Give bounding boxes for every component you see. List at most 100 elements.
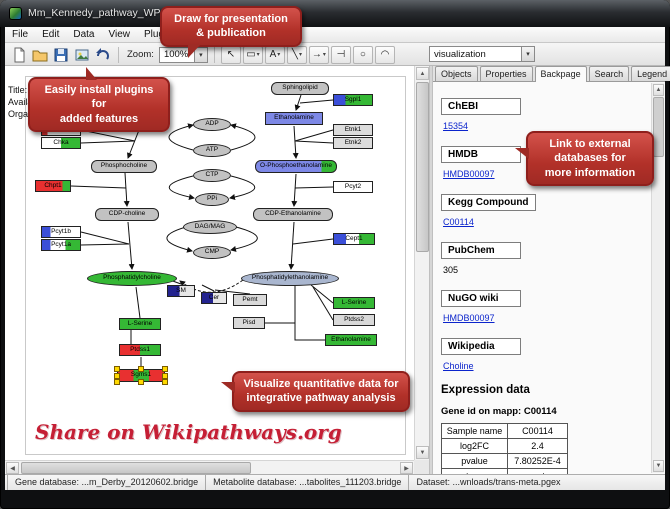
- node-chka[interactable]: Chka: [41, 137, 81, 149]
- datanode-tool[interactable]: ▭▾: [242, 45, 263, 64]
- pubchem-value: 305: [443, 265, 459, 275]
- scroll-down-button[interactable]: ▼: [653, 460, 664, 472]
- callout-draw: Draw for presentation & publication: [160, 6, 302, 58]
- nugo-link[interactable]: HMDB00097: [443, 313, 495, 323]
- selection-handle[interactable]: [138, 379, 144, 385]
- save-button[interactable]: [51, 46, 70, 64]
- callout-link-databases: Link to external databases for more info…: [515, 131, 654, 186]
- selection-handle[interactable]: [114, 372, 120, 379]
- arc-tool[interactable]: ◠: [374, 45, 395, 64]
- side-panel: Objects Properties Backpage Search Legen…: [433, 66, 670, 474]
- panel-tabs: Objects Properties Backpage Search Legen…: [433, 66, 670, 82]
- canvas-horizontal-scrollbar[interactable]: ◀ ▶: [5, 460, 414, 474]
- node-pisd[interactable]: Pisd: [233, 317, 265, 329]
- menu-view[interactable]: View: [108, 29, 130, 40]
- node-l-serine-left[interactable]: L-Serine: [119, 318, 161, 330]
- selection-handle[interactable]: [162, 372, 168, 379]
- chevron-down-icon: ▾: [322, 52, 326, 58]
- node-l-serine-right[interactable]: L-Serine: [333, 297, 375, 309]
- node-ethanolamine-bottom[interactable]: Ethanolamine: [325, 334, 377, 346]
- zoom-label: Zoom:: [127, 49, 154, 60]
- node-pcyt1b[interactable]: Pcyt1b: [41, 226, 81, 238]
- tab-objects[interactable]: Objects: [435, 66, 478, 81]
- panel-splitter[interactable]: [429, 66, 433, 474]
- node-etnk1[interactable]: Etnk1: [333, 124, 373, 136]
- menu-edit[interactable]: Edit: [42, 29, 60, 40]
- label-tool[interactable]: A▾: [264, 45, 285, 64]
- node-etnk2[interactable]: Etnk2: [333, 137, 373, 149]
- callout-tail: [221, 382, 235, 393]
- scrollbar-thumb[interactable]: [653, 97, 664, 157]
- hmdb-link[interactable]: HMDB00097: [443, 169, 495, 179]
- scroll-up-button[interactable]: ▲: [653, 84, 664, 96]
- node-cept1[interactable]: Cept1: [333, 233, 375, 245]
- node-sphingolipid[interactable]: Sphingolipid: [271, 82, 329, 95]
- chebi-link[interactable]: 15354: [443, 121, 469, 131]
- selection-handle[interactable]: [162, 379, 168, 385]
- node-o-phosphoethanolamine[interactable]: O-Phosphoethanolamine: [255, 160, 337, 173]
- tab-backpage[interactable]: Backpage: [534, 66, 587, 82]
- gene-database-status: Gene database: ...m_Derby_20120602.bridg…: [7, 475, 205, 490]
- node-ptdss2[interactable]: Ptdss2: [333, 314, 375, 326]
- ellipse-tool[interactable]: ○: [352, 45, 373, 64]
- node-pcyt1a[interactable]: Pcyt1a: [41, 239, 81, 251]
- visualization-combobox[interactable]: visualization ▾: [429, 46, 535, 62]
- node-cer[interactable]: Cer: [201, 292, 227, 304]
- canvas-vertical-scrollbar[interactable]: ▲ ▼: [414, 66, 429, 460]
- node-phosphatidylcholine[interactable]: Phosphatidylcholine: [87, 271, 177, 286]
- node-phosphatidylethanolamine[interactable]: Phosphatidylethanolamine: [241, 271, 339, 286]
- node-chpt1[interactable]: Chpt1: [35, 180, 71, 192]
- callout-tail: [86, 67, 97, 80]
- scroll-down-button[interactable]: ▼: [416, 446, 429, 459]
- node-adp[interactable]: ADP: [193, 118, 231, 131]
- wikipedia-link[interactable]: Choline: [443, 361, 474, 371]
- scroll-up-button[interactable]: ▲: [416, 67, 429, 80]
- menu-data[interactable]: Data: [73, 29, 95, 40]
- export-image-button[interactable]: [72, 46, 91, 64]
- node-dag-mag[interactable]: DAG/MAG: [183, 220, 237, 234]
- pathway-title-label: Title:: [8, 85, 28, 95]
- node-phosphocholine[interactable]: Phosphocholine: [91, 160, 157, 173]
- selection-tool[interactable]: ↖: [220, 45, 241, 64]
- tbar-tool[interactable]: ⊣: [330, 45, 351, 64]
- new-file-button[interactable]: [9, 46, 28, 64]
- visualization-value: visualization: [434, 48, 486, 60]
- node-cdp-choline[interactable]: CDP-choline: [95, 208, 159, 221]
- node-sgpl1[interactable]: Sgpl1: [333, 94, 373, 106]
- tab-legend[interactable]: Legend: [631, 66, 670, 81]
- chevron-down-icon[interactable]: ▾: [521, 47, 534, 61]
- node-pcyt2[interactable]: Pcyt2: [333, 181, 373, 193]
- panel-scrollbar[interactable]: ▲ ▼: [651, 83, 664, 473]
- node-ptdss1[interactable]: Ptdss1: [119, 344, 161, 356]
- selection-handle[interactable]: [138, 366, 144, 372]
- node-sm[interactable]: SM: [167, 285, 195, 297]
- selection-handle[interactable]: [162, 366, 168, 372]
- arrow-tool[interactable]: →▾: [308, 45, 329, 64]
- gene-id-line: Gene id on mapp: C00114: [441, 406, 557, 417]
- backpage-header-hmdb: HMDB: [441, 146, 521, 163]
- callout-plugins: Easily install plugins for added feature…: [28, 67, 170, 132]
- tab-properties[interactable]: Properties: [479, 66, 533, 81]
- node-ethanolamine-top[interactable]: Ethanolamine: [265, 112, 323, 125]
- pathway-organism-label: Organism: [8, 108, 50, 120]
- menu-file[interactable]: File: [12, 29, 29, 40]
- node-pemt[interactable]: Pemt: [233, 294, 267, 306]
- kegg-link[interactable]: C00114: [443, 217, 474, 227]
- node-cmp[interactable]: CMP: [193, 246, 231, 259]
- line-tool[interactable]: ╲▾: [286, 45, 307, 64]
- scrollbar-thumb[interactable]: [416, 82, 429, 252]
- scrollbar-thumb[interactable]: [21, 462, 251, 474]
- undo-button[interactable]: [93, 46, 112, 64]
- tab-search[interactable]: Search: [588, 66, 630, 81]
- selection-handle[interactable]: [114, 366, 120, 372]
- node-cdp-ethanolamine[interactable]: CDP-Ethanolamine: [253, 208, 333, 221]
- scroll-left-button[interactable]: ◀: [6, 462, 19, 474]
- node-ppi[interactable]: PPi: [195, 193, 229, 206]
- node-atp[interactable]: ATP: [193, 144, 231, 157]
- selection-handle[interactable]: [114, 379, 120, 385]
- scroll-right-button[interactable]: ▶: [400, 462, 413, 474]
- open-file-button[interactable]: [30, 46, 49, 64]
- node-ctp[interactable]: CTP: [193, 169, 231, 182]
